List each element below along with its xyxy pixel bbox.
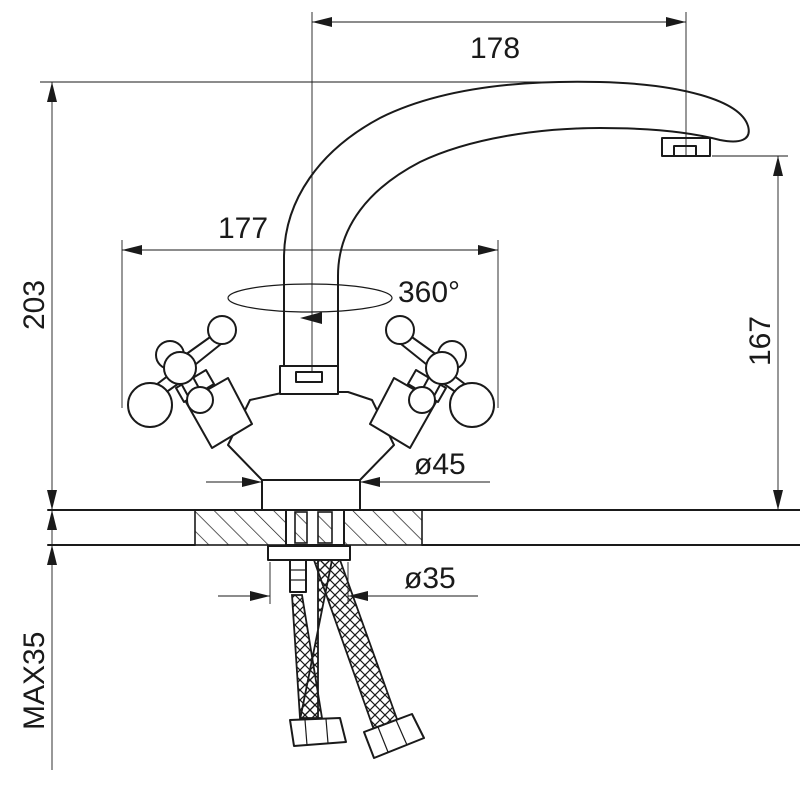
supply-hose-right	[312, 559, 400, 732]
shank-diameter-label: ø35	[404, 562, 456, 595]
dimension-handle-span: 177	[121, 212, 499, 408]
dimension-max-counter: MAX35	[18, 510, 57, 770]
rotation-indicator	[227, 283, 393, 313]
valve-left	[127, 315, 253, 449]
base-flange	[261, 479, 361, 511]
valve-right	[369, 315, 495, 449]
spout-reach-label: 178	[470, 32, 520, 65]
dimension-shank-diameter: ø35	[218, 562, 478, 604]
cross-handle-right	[385, 315, 495, 428]
mounting-nut	[267, 545, 351, 561]
central-body	[227, 391, 395, 481]
max-counter-label: MAX35	[18, 632, 51, 730]
swivel-spout	[283, 80, 750, 367]
handle-span-label: 177	[218, 212, 268, 245]
dimension-spout-reach: 178	[311, 12, 687, 372]
faucet-body	[227, 80, 750, 511]
supply-hoses	[289, 559, 425, 759]
base-diameter-label: ø45	[414, 448, 466, 481]
cross-handle-left	[127, 315, 237, 428]
mounting-stud	[289, 559, 307, 593]
spout-height-label: 167	[744, 316, 777, 366]
dimension-spout-height: 167	[712, 155, 788, 510]
rotation-label: 360°	[398, 276, 460, 309]
dimension-total-height: 203	[18, 81, 560, 510]
total-height-label: 203	[18, 280, 51, 330]
hose-nut-left	[289, 717, 347, 747]
dimension-base-diameter: ø45	[206, 448, 490, 487]
